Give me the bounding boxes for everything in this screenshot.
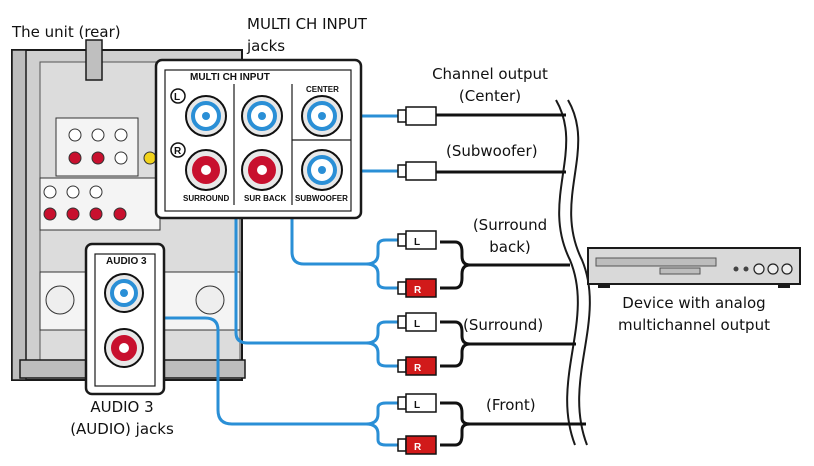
device-label-1: Device with analog [622, 294, 766, 312]
jack-audio3-r [104, 328, 144, 368]
plug-subwoofer [397, 161, 437, 181]
surround-back-label-1: (Surround [472, 216, 548, 234]
plug-pair-surround-back: L R [397, 230, 437, 298]
audio3-jacks-label-2: (AUDIO) jacks [70, 420, 174, 438]
front-label: (Front) [486, 396, 536, 414]
channel-output-label-2: (Center) [458, 87, 522, 105]
device-label-2: multichannel output [618, 316, 770, 334]
panel-sur-back-label: SUR BACK [244, 194, 286, 203]
panel-title: MULTI CH INPUT [190, 72, 270, 83]
plug-marker-red: R [414, 442, 422, 453]
unit-rear-label: The unit (rear) [12, 23, 121, 41]
panel-surround-label: SURROUND [183, 194, 229, 203]
cable-break-lines [555, 99, 591, 446]
plug-marker-white: L [414, 319, 420, 330]
plug-marker-white: L [414, 400, 420, 411]
jack-subwoofer [301, 149, 343, 191]
plug-center [397, 106, 437, 126]
jack-surround-l [185, 95, 227, 137]
plug-pair-front: L R [397, 393, 437, 455]
panel-center-label: CENTER [306, 85, 339, 94]
plug-marker-white: L [414, 237, 420, 248]
multi-ch-input-jacks-label-2: jacks [247, 37, 286, 55]
plug-marker-red: R [414, 285, 422, 296]
jack-sur-back-l [241, 95, 283, 137]
analog-output-device [587, 247, 801, 288]
plug-pair-surround: L R [397, 312, 437, 376]
plug-marker-red: R [414, 363, 422, 374]
panel-left-marker: L [174, 92, 180, 103]
jack-center [301, 95, 343, 137]
jack-surround-r [185, 149, 227, 191]
audio3-panel-title: AUDIO 3 [106, 256, 147, 267]
jack-audio3-l [104, 273, 144, 313]
channel-output-label-1: Channel output [432, 65, 548, 83]
surround-back-label-2: back) [489, 238, 531, 256]
jack-sur-back-r [241, 149, 283, 191]
panel-subwoofer-label: SUBWOOFER [295, 194, 348, 203]
panel-right-marker: R [174, 146, 182, 157]
multi-ch-input-jacks-label-1: MULTI CH INPUT [247, 15, 367, 33]
audio3-panel: AUDIO 3 [84, 242, 166, 396]
audio3-jacks-label-1: AUDIO 3 [90, 398, 154, 416]
subwoofer-label: (Subwoofer) [446, 142, 538, 160]
multi-ch-input-panel: MULTI CH INPUT L R CENTER SURROUND SUR B… [154, 58, 363, 220]
black-cables [436, 113, 586, 447]
surround-label: (Surround) [463, 316, 544, 334]
